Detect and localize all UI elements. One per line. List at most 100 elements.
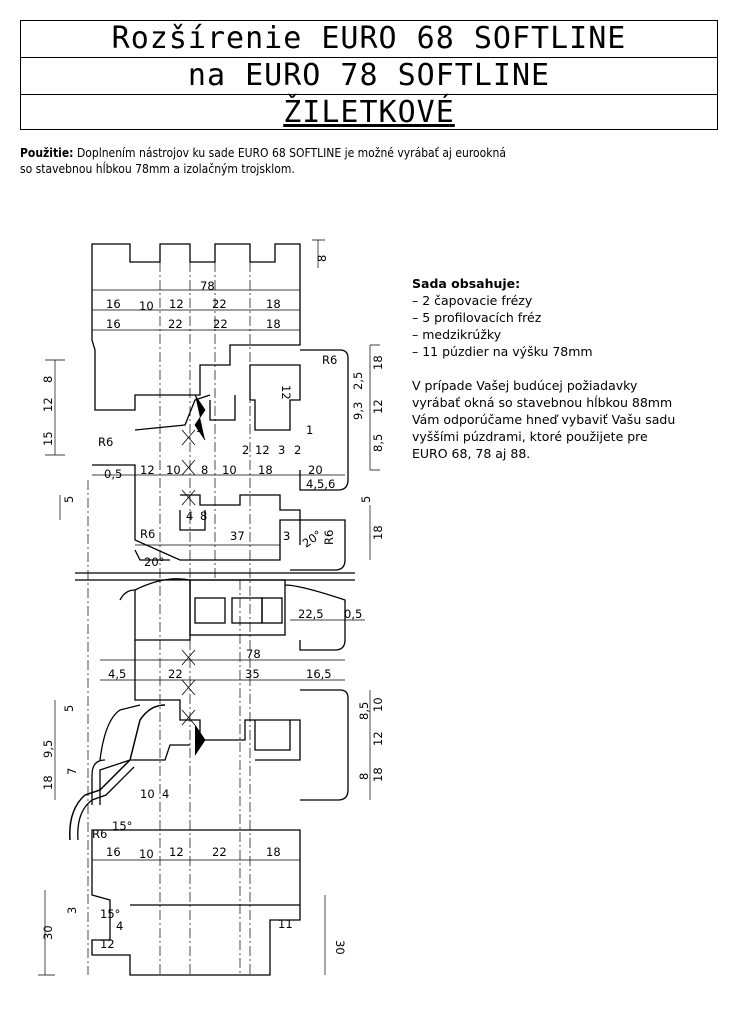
- dim-label: 16: [106, 317, 121, 331]
- dim-label: 11: [278, 917, 293, 931]
- dim-label: 1: [306, 423, 313, 437]
- dim-label: 2: [242, 443, 249, 457]
- dim-label: 78: [246, 647, 261, 661]
- title-line-2: na EURO 78 SOFTLINE: [21, 58, 717, 95]
- dim-label: R6: [92, 827, 107, 841]
- dim-label: 5: [62, 705, 76, 712]
- dim-label: 12: [279, 385, 293, 400]
- dim-label: 0,5: [344, 607, 362, 621]
- dim-label: R6: [322, 530, 336, 545]
- set-note-line: vyššími púzdrami, ktoré použijete pre: [412, 429, 648, 444]
- dim-label: 22: [168, 317, 183, 331]
- dim-label: 16: [106, 297, 121, 311]
- dim-label: 4: [116, 919, 123, 933]
- dim-label: 8: [200, 509, 207, 523]
- title-line-3-text: ŽILETKOVÉ: [283, 95, 455, 130]
- dim-label: 5: [359, 496, 373, 503]
- dim-label: 20°: [300, 527, 325, 550]
- dim-label: 12: [371, 731, 385, 746]
- dim-label: 35: [245, 667, 260, 681]
- dim-label: 20: [308, 463, 323, 477]
- centerlines: [87, 244, 251, 975]
- dim-label: 12: [371, 399, 385, 414]
- dim-label: 10: [140, 787, 155, 801]
- dim-label: 30: [41, 925, 55, 940]
- dim-label: 20°: [144, 555, 164, 569]
- dim-label: 4,5: [108, 667, 126, 681]
- set-heading: Sada obsahuje:: [412, 276, 521, 291]
- dim-label: 12: [255, 443, 270, 457]
- dim-label: 3: [278, 443, 285, 457]
- dim-label: 4,5,6: [306, 477, 335, 491]
- dim-label: R6: [140, 527, 155, 541]
- dim-label: 16,5: [306, 667, 332, 681]
- dim-label: 7: [65, 768, 79, 775]
- dim-label: 12: [41, 397, 55, 412]
- set-note-line: EURO 68, 78 aj 88.: [412, 446, 531, 461]
- dim-label: 12: [169, 297, 184, 311]
- title-line-1: Rozšírenie EURO 68 SOFTLINE: [21, 21, 717, 58]
- dim-label: 8,5: [357, 702, 371, 720]
- dim-label: 2: [294, 443, 301, 457]
- dim-label: 8: [315, 255, 329, 262]
- dimension-lines: [38, 239, 380, 976]
- dim-label: 12: [169, 845, 184, 859]
- dim-label: 5: [62, 496, 76, 503]
- dim-label: 15: [41, 431, 55, 446]
- set-item: – 11 púzdier na výšku 78mm: [412, 344, 593, 359]
- dim-label: 22: [213, 317, 228, 331]
- dim-label: 22: [168, 667, 183, 681]
- dim-label: 10: [166, 463, 181, 477]
- dim-label: 12: [140, 463, 155, 477]
- set-note-line: vyrábať okná so stavebnou hĺbkou 88mm: [412, 395, 673, 410]
- dim-label: 8: [41, 376, 55, 383]
- dim-label: 22: [212, 845, 227, 859]
- dim-label: 9,5: [41, 740, 55, 758]
- dim-label: 18: [266, 297, 281, 311]
- dim-label: 15°: [100, 907, 120, 921]
- set-contents: Sada obsahuje: – 2 čapovacie frézy – 5 p…: [412, 275, 732, 462]
- dim-label: 18: [258, 463, 273, 477]
- dim-label: R6: [98, 435, 113, 449]
- dim-label: 4: [162, 787, 169, 801]
- insulation-hatch: [181, 394, 206, 756]
- dim-label: 10: [222, 463, 237, 477]
- set-note-line: V prípade Vašej budúcej požiadavky: [412, 378, 638, 393]
- dim-label: 16: [106, 845, 121, 859]
- dim-label: 22,5: [298, 607, 324, 621]
- dim-label: 10: [371, 697, 385, 712]
- dim-label: 3: [65, 907, 79, 914]
- dim-label: 0,5: [104, 467, 122, 481]
- dim-label: 2,5: [351, 372, 365, 390]
- dim-label: 12: [100, 937, 115, 951]
- dim-label: 15°: [112, 819, 132, 833]
- dim-label: 8: [201, 463, 208, 477]
- dim-label: 22: [212, 297, 227, 311]
- usage-label: Použitie:: [20, 146, 74, 160]
- dim-label: 18: [266, 317, 281, 331]
- dim-label: 10: [139, 299, 154, 313]
- set-item: – 2 čapovacie frézy: [412, 293, 533, 308]
- dim-label: 18: [371, 767, 385, 782]
- dim-label: 78: [200, 279, 215, 293]
- usage-line-2: so stavebnou hĺbkou 78mm a izolačným tro…: [20, 162, 295, 176]
- set-note-line: Vám odporúčame hneď vybaviť Vašu sadu: [412, 412, 676, 427]
- dim-label: 4: [186, 509, 193, 523]
- dim-label: 30: [333, 940, 347, 955]
- title-box: Rozšírenie EURO 68 SOFTLINE na EURO 78 S…: [20, 20, 718, 130]
- dim-label: 18: [371, 355, 385, 370]
- dim-label: 18: [266, 845, 281, 859]
- dim-label: 18: [371, 525, 385, 540]
- set-item: – 5 profilovacích fréz: [412, 310, 542, 325]
- usage-line-1: Doplnením nástrojov ku sade EURO 68 SOFT…: [76, 146, 506, 160]
- title-line-3: ŽILETKOVÉ: [21, 95, 717, 131]
- dim-label: 3: [283, 529, 290, 543]
- dim-label: 9,3: [351, 402, 365, 420]
- dim-label: 10: [139, 847, 154, 861]
- usage-text: Použitie: Doplnením nástrojov ku sade EU…: [20, 145, 720, 177]
- dim-label: 8,5: [371, 434, 385, 452]
- dim-label: 37: [230, 529, 245, 543]
- dim-label: 18: [41, 775, 55, 790]
- dim-label: 5: [196, 421, 203, 435]
